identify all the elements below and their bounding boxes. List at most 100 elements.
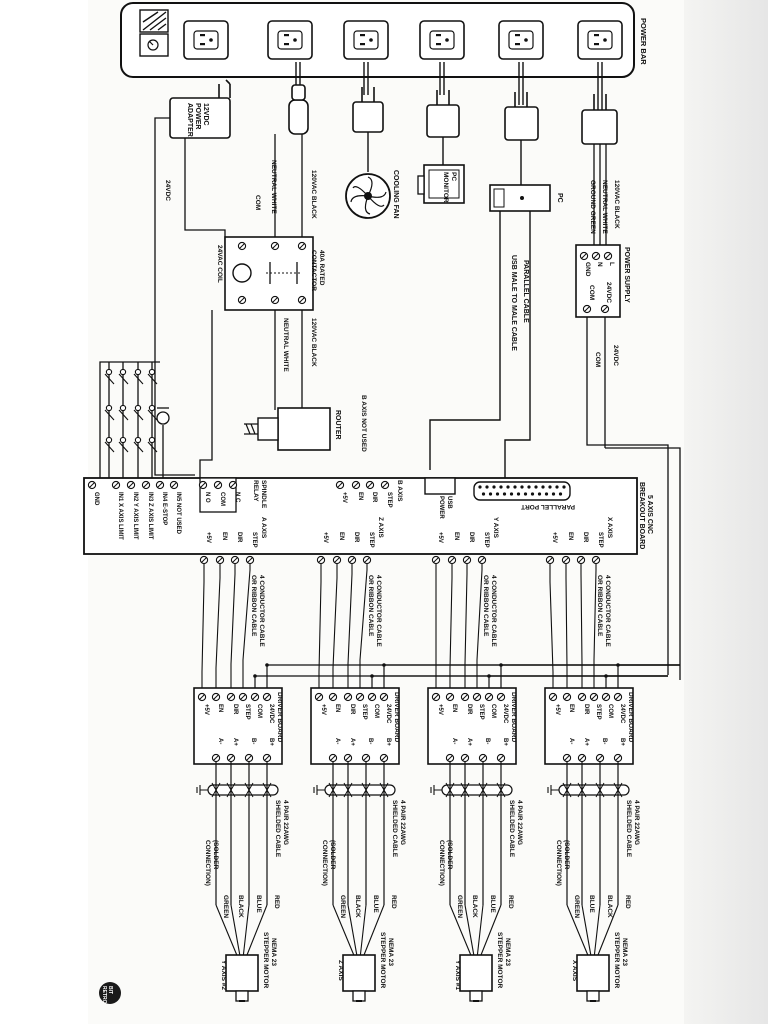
motor-lead bbox=[347, 904, 358, 956]
port-pin bbox=[495, 492, 500, 496]
breakout-board-title: 5 AXIS CNC BREAKOUT BOARD bbox=[638, 482, 653, 549]
wire-color-label: BLUE bbox=[372, 895, 379, 913]
driver-terminal bbox=[460, 753, 470, 763]
b-axis-terminal bbox=[351, 480, 361, 490]
input-terminal bbox=[126, 480, 136, 490]
signal-wire bbox=[449, 564, 453, 688]
motor-lead bbox=[476, 904, 484, 956]
axis-terminal bbox=[215, 555, 225, 565]
axis-terminal bbox=[545, 555, 555, 565]
driver-pin-label: DIR bbox=[466, 704, 472, 715]
conductor-cable-label: OR RIBBON CABLE bbox=[596, 575, 603, 637]
wire-color-label: GREEN bbox=[222, 895, 229, 918]
router-label: ROUTER bbox=[334, 410, 341, 440]
axis-terminal bbox=[591, 555, 601, 565]
driver-pin-label: B- bbox=[601, 738, 607, 744]
switch-contact bbox=[148, 404, 156, 412]
svg-text:24VDC: 24VDC bbox=[164, 180, 171, 201]
switch-contact bbox=[134, 436, 142, 444]
driver-pin-label: 24VDC bbox=[619, 704, 625, 724]
motor-lead bbox=[359, 904, 367, 956]
driver-pin-label: STEP bbox=[478, 704, 484, 720]
port-pin bbox=[537, 492, 542, 496]
solder-label: CONNECTION) bbox=[204, 840, 211, 886]
axis-terminal bbox=[332, 555, 342, 565]
driver-terminal bbox=[379, 692, 389, 702]
driver-pin-label: B- bbox=[484, 738, 490, 744]
driver-terminal bbox=[562, 692, 572, 702]
parallel-cable-label: PARALLEL CABLE bbox=[522, 260, 529, 323]
driver-terminal bbox=[562, 753, 572, 763]
input-terminal bbox=[169, 480, 179, 490]
port-pin bbox=[488, 492, 493, 496]
shielded-cable-label: 4 PAIR 22AWG bbox=[282, 800, 289, 845]
switch-contact bbox=[105, 436, 113, 444]
driver-pin-label: COM bbox=[607, 704, 613, 718]
shielded-cable-label: SHIELDED CABLE bbox=[391, 800, 398, 858]
twisted-pair-mark bbox=[211, 782, 221, 798]
motor-lead bbox=[597, 904, 619, 956]
switch-contact bbox=[105, 404, 113, 412]
motor-shaft bbox=[352, 990, 366, 1002]
driver-pin-label: A- bbox=[334, 738, 340, 744]
conductor-cable-label: OR RIBBON CABLE bbox=[250, 575, 257, 637]
driver-pin-label: 24VDC bbox=[268, 704, 274, 724]
twisted-pair-mark bbox=[562, 782, 572, 798]
pc-cables bbox=[429, 211, 531, 480]
axis-pin-label: +5V bbox=[551, 532, 557, 543]
motor-title: STEPPER MOTOR bbox=[262, 932, 269, 989]
signal-wire bbox=[201, 564, 205, 688]
motor-lead bbox=[215, 904, 238, 956]
driver-pin-label: STEP bbox=[361, 704, 367, 720]
plug-cords bbox=[295, 62, 603, 110]
contactor-wire-labels: 120VAC BLACK NEUTRAL WHITE 120VAC BLACK … bbox=[164, 160, 317, 372]
port-pin bbox=[541, 485, 545, 489]
limit-switch-block bbox=[99, 361, 170, 492]
driver-terminal bbox=[613, 753, 623, 763]
shielded-cable-label: SHIELDED CABLE bbox=[274, 800, 281, 858]
driver-pin-label: +5V bbox=[320, 704, 326, 715]
driver-pin-label: A+ bbox=[583, 738, 589, 746]
driver-terminal bbox=[460, 692, 470, 702]
conductor-cable-label: OR RIBBON CABLE bbox=[482, 575, 489, 637]
spindle-relay-label: SPINDLE RELAY bbox=[252, 480, 267, 509]
svg-text:ADAPTER: ADAPTER bbox=[186, 103, 193, 137]
signal-wire bbox=[318, 564, 322, 688]
driver-terminal bbox=[343, 692, 353, 702]
motor-axis-label: Y AXIS #1 bbox=[454, 960, 461, 990]
input-label: GND bbox=[93, 492, 99, 506]
input-terminal bbox=[87, 480, 97, 490]
driver-pin-label: COM bbox=[490, 704, 496, 718]
b-axis-not-used-note: B AXIS NOT USED bbox=[360, 395, 367, 452]
twisted-pair-mark bbox=[496, 782, 506, 798]
switch-contact bbox=[134, 404, 142, 412]
port-pin bbox=[562, 485, 566, 489]
axis-terminal bbox=[447, 555, 457, 565]
switch-contact bbox=[148, 368, 156, 376]
parallel-port-label: PARALLEL PORT bbox=[521, 503, 575, 510]
motor-shaft bbox=[235, 990, 249, 1002]
driver-pin-label: +5V bbox=[437, 704, 443, 715]
plug-pc bbox=[504, 92, 539, 141]
b-axis-label: B AXIS bbox=[396, 480, 403, 502]
port-pin bbox=[534, 485, 538, 489]
relay-terminal bbox=[228, 480, 238, 490]
svg-text:GROUND GREEN: GROUND GREEN bbox=[589, 180, 596, 234]
driver-terminal bbox=[472, 692, 482, 702]
wire-color-label: BLACK bbox=[237, 895, 244, 918]
driver-terminal bbox=[226, 692, 236, 702]
switch-lever bbox=[104, 409, 115, 421]
wire-color-label: GREEN bbox=[456, 895, 463, 918]
driver-terminal bbox=[484, 692, 494, 702]
svg-text:SPINDLE: SPINDLE bbox=[260, 480, 267, 509]
axis-label: Z AXIS bbox=[377, 517, 384, 538]
relay-terminal bbox=[213, 480, 223, 490]
conductor-cable-label: 4 CONDUCTOR CABLE bbox=[490, 575, 497, 647]
port-pin bbox=[544, 492, 549, 496]
twisted-pair-mark bbox=[577, 782, 587, 798]
driver-pin-label: A- bbox=[217, 738, 223, 744]
